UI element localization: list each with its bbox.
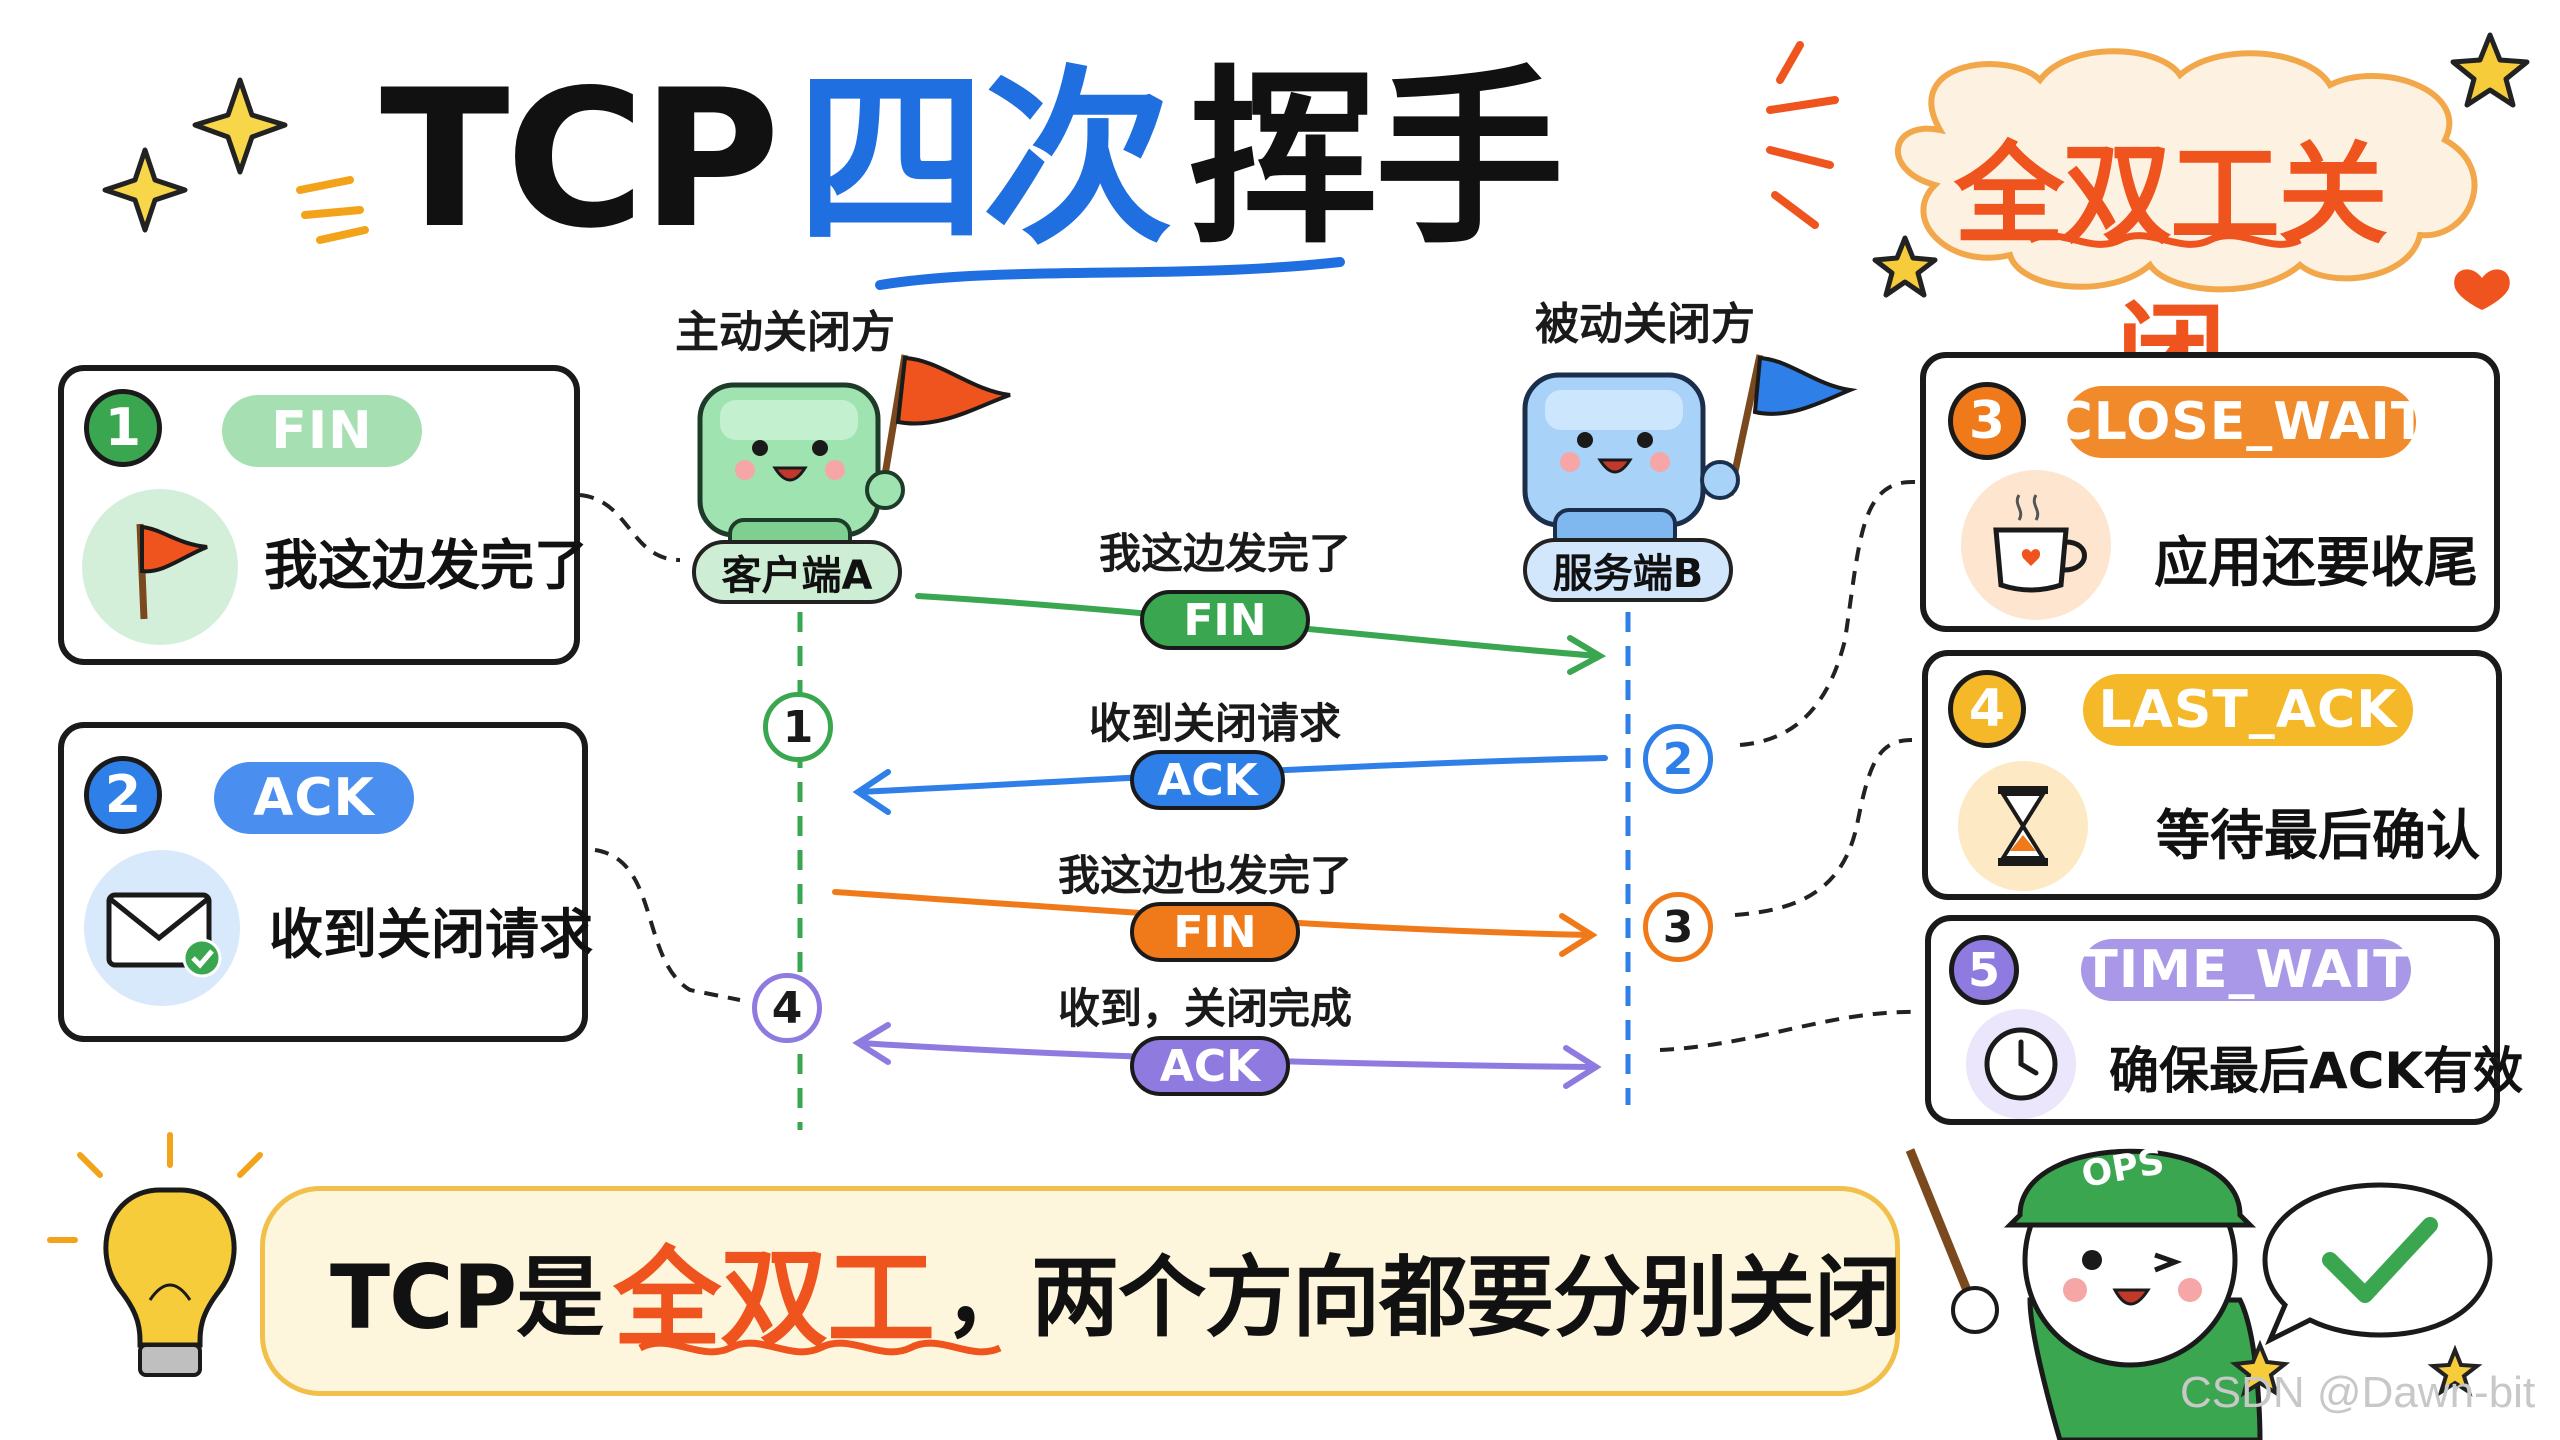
step-2-marker: 2 [1643,724,1713,794]
card-last-ack-text: 等待最后确认 [2156,804,2480,867]
title-four: 四次 [796,49,1172,270]
msg-2-label: 收到关闭请求 [1088,699,1341,748]
card-last-ack-number: 4 [1948,670,2026,748]
card-connectors [579,479,1921,1052]
summary-before: TCP是 [330,1245,604,1349]
card-fin-text: 我这边发完了 [264,534,588,597]
card-time-wait: 5 TIME_WAIT 确保最后ACK有效 [1925,915,2523,1125]
summary-text: TCP是 全双工 ，两个方向都要分别关闭 [330,1230,1902,1362]
client-robot-icon [697,354,1011,562]
burst-lines-icon [1766,41,1839,229]
msg-1-label: 我这边发完了 [1098,529,1351,578]
step-3-marker: 3 [1643,892,1713,962]
msg-3-pill: FIN [1130,902,1300,962]
msg-3-label: 我这边也发完了 [1057,851,1352,900]
card-fin-number: 1 [84,389,162,467]
card-last-ack: 4 LAST_ACK 等待最后确认 [1922,650,2502,900]
card-time-wait-number: 5 [1949,935,2019,1005]
step-4-marker: 4 [752,973,822,1043]
server-name-pill: 服务端B [1523,538,1733,602]
coffee-cup-icon [1961,470,2111,620]
star-icon [1872,32,2530,298]
page-title: TCP 四次 挥手 [380,40,1564,280]
card-fin-state: FIN [222,395,422,467]
heart-icon [2454,269,2510,310]
server-role-label: 被动关闭方 [1535,299,1755,350]
star-icon [2229,1339,2483,1398]
server-robot-icon [1522,354,1858,552]
cloud-shape [1894,48,2478,293]
summary-banner [260,1186,1900,1396]
card-close-wait: 3 CLOSE_WAIT 应用还要收尾 [1920,352,2500,632]
card-close-wait-text: 应用还要收尾 [2154,531,2478,594]
title-underline [875,257,1345,290]
lightbulb-icon [47,1132,263,1377]
summary-highlight: 全双工 [613,1237,935,1362]
dash-lines-icon [296,176,369,244]
client-role-label: 主动关闭方 [675,307,895,358]
title-wave: 挥手 [1188,49,1564,270]
title-tcp: TCP [380,49,780,270]
msg-4-label: 收到，关闭完成 [1057,984,1352,1033]
mascot-icon [1905,1148,2263,1440]
card-close-wait-number: 3 [1948,382,2026,460]
cloud-underline [2028,232,2302,248]
msg-2-pill: ACK [1130,750,1285,810]
card-ack-number: 2 [84,756,162,834]
step-1-marker: 1 [763,692,833,762]
card-last-ack-state: LAST_ACK [2083,674,2413,746]
hourglass-icon [1958,761,2088,891]
client-name-pill: 客户端A [692,540,902,604]
card-time-wait-state: TIME_WAIT [2081,939,2411,1001]
msg-1-pill: FIN [1140,590,1310,650]
card-close-wait-state: CLOSE_WAIT [2055,386,2426,458]
flag-icon [82,489,238,645]
card-ack: 2 ACK 收到关闭请求 [58,722,593,1042]
watermark: CSDN @Dawn-bit [2180,1368,2536,1417]
card-fin: 1 FIN 我这边发完了 [58,365,588,665]
card-time-wait-text: 确保最后ACK有效 [2109,1042,2524,1100]
summary-after: ，两个方向都要分别关闭 [944,1245,1902,1349]
card-ack-state: ACK [214,762,414,834]
envelope-check-icon [84,850,240,1006]
card-ack-text: 收到关闭请求 [269,903,593,966]
msg-4-pill: ACK [1130,1036,1290,1096]
checkmark-bubble-icon [2262,1182,2493,1346]
clock-icon [1966,1009,2076,1119]
sparkle-icon [102,77,288,233]
